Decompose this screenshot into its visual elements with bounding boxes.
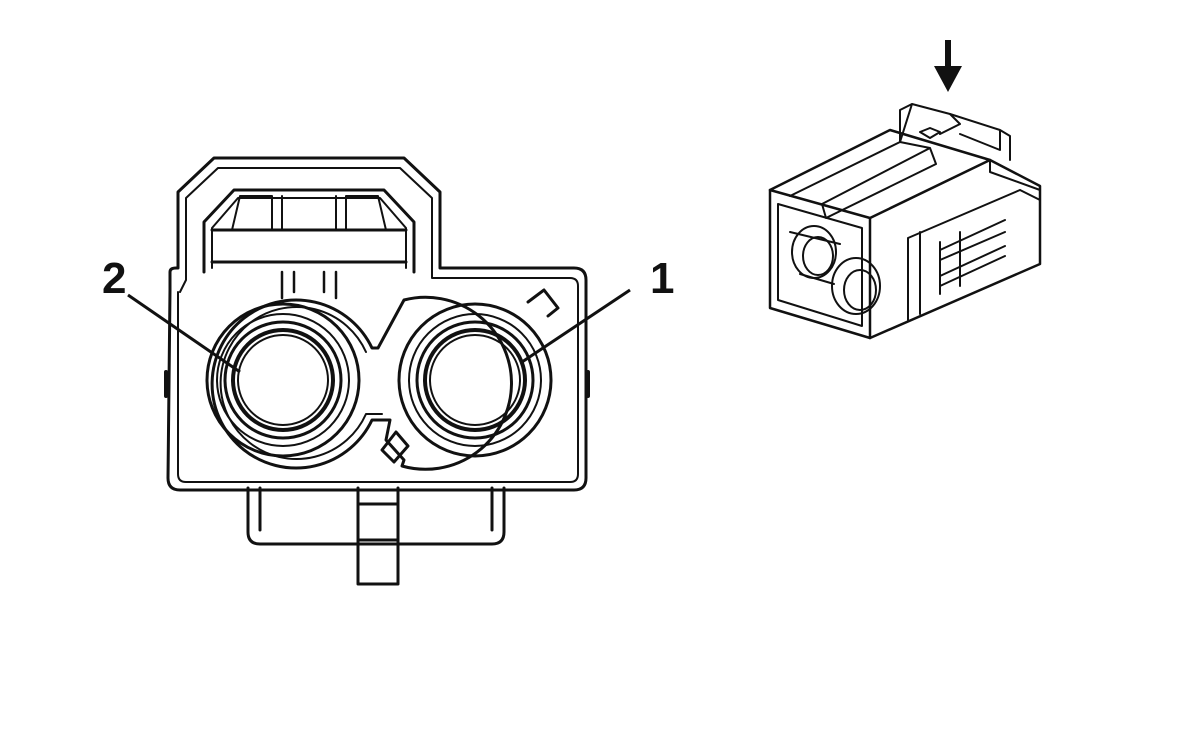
- leader-line-pin-1: [521, 288, 631, 364]
- bottom-key-tab: [356, 486, 400, 586]
- key-tab-bottom: [380, 430, 410, 464]
- cavity-2-bore: [231, 328, 335, 432]
- pin-cavity-2: [205, 302, 361, 458]
- latch-outer: [202, 188, 416, 274]
- iso-top-latch: [789, 141, 937, 219]
- iso-side-rib: [939, 219, 1006, 287]
- pin-label-1: 1: [650, 254, 674, 303]
- iso-cavity-web: [789, 231, 841, 285]
- iso-front-face: [768, 188, 872, 340]
- leader-line-pin-2: [127, 293, 241, 374]
- iso-front-frame: [777, 203, 863, 327]
- latch-ramp: [231, 195, 387, 231]
- cavity-1-bore-inner: [429, 334, 521, 426]
- iso-side-rib-2: [939, 231, 961, 295]
- pin-label-2: 2: [102, 254, 126, 303]
- down-arrow-icon: [934, 40, 962, 92]
- cavity-2-outer-ring: [205, 302, 361, 458]
- housing-outline: [166, 156, 588, 492]
- iso-latch-detail: [949, 113, 1011, 161]
- housing-inner-outline: [177, 167, 579, 483]
- iso-side-edge: [907, 189, 1041, 321]
- latch-inner: [211, 197, 407, 269]
- iso-latch-block: [919, 127, 941, 139]
- iso-cavity-1: [831, 257, 881, 315]
- cavity-1-ring-3: [415, 320, 535, 440]
- cavity-surround-inner: [219, 306, 383, 460]
- connector-iso-view: [768, 103, 1042, 340]
- key-tab-top-right: [526, 288, 560, 318]
- iso-cavity-1-inner: [843, 269, 877, 311]
- cavity-2-bore-inner: [237, 334, 329, 426]
- cavity-2-ring-2: [216, 313, 350, 447]
- latch-stem: [280, 270, 338, 300]
- cavity-2-ring-3: [223, 320, 343, 440]
- iso-right-face: [868, 158, 1042, 340]
- iso-side-edge-2: [919, 159, 1041, 315]
- bottom-skirt: [246, 486, 506, 546]
- cavity-1-outer-ring: [397, 302, 553, 458]
- cavity-1-bore: [423, 328, 527, 432]
- cavity-1-ring-2: [408, 313, 542, 447]
- iso-top-face: [768, 128, 992, 220]
- pin-cavity-1: [397, 302, 553, 458]
- iso-cavity-2-inner: [802, 236, 834, 276]
